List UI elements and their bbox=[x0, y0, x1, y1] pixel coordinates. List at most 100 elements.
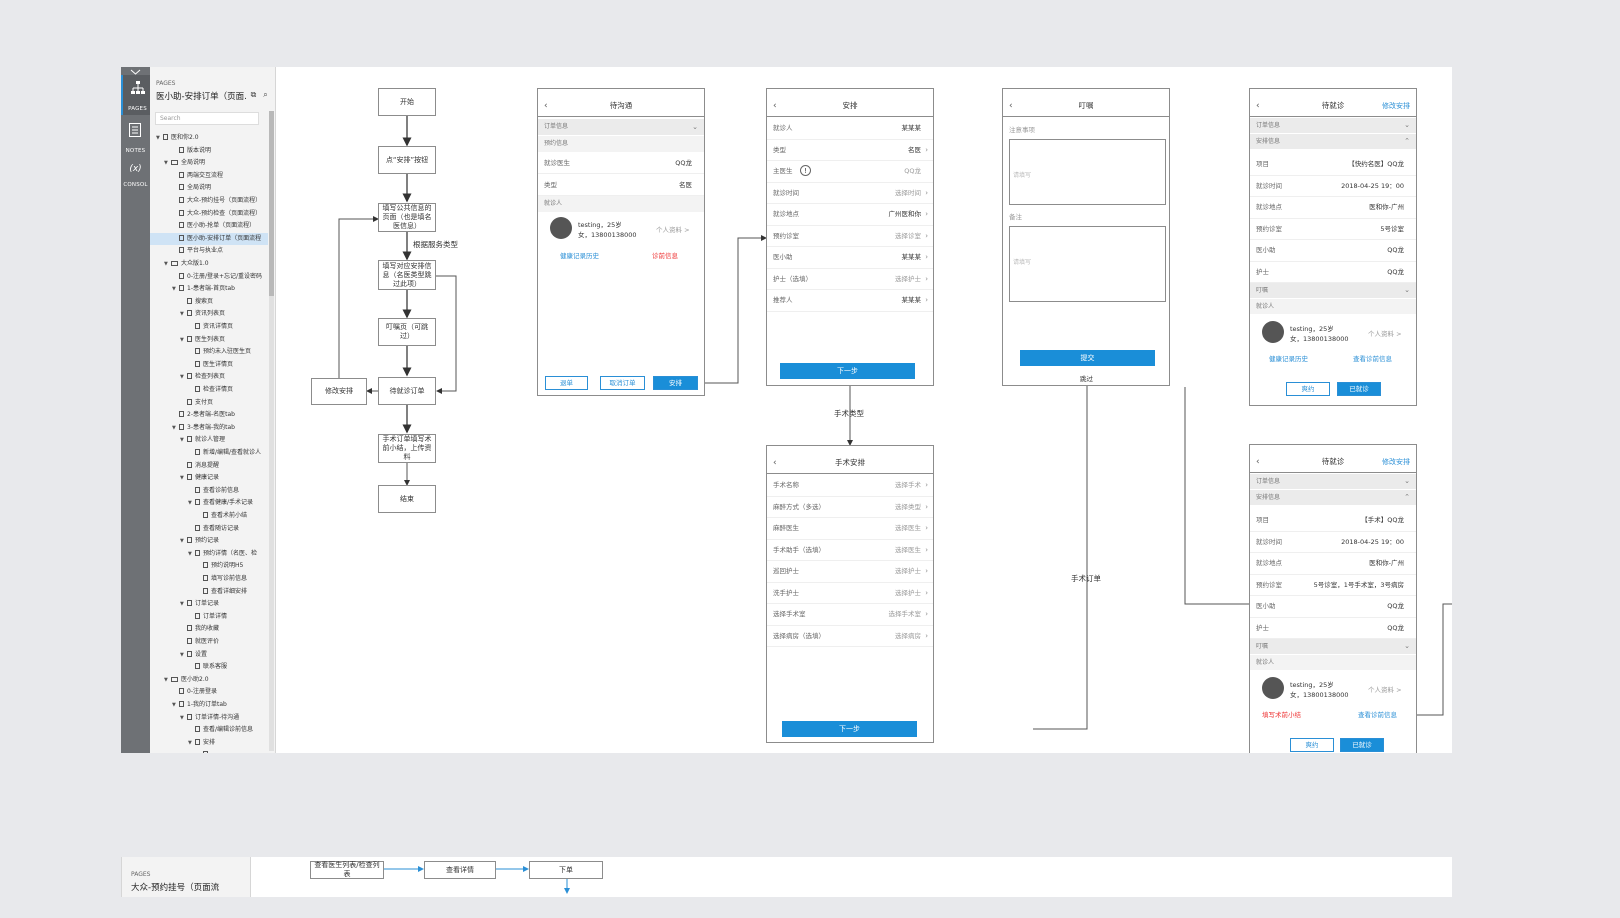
tree-item[interactable]: ... bbox=[150, 749, 268, 753]
visited-button[interactable]: 已就诊 bbox=[1340, 738, 1384, 752]
tree-item[interactable]: 联系客服 bbox=[150, 661, 268, 673]
tree-item[interactable]: 查看详细安排 bbox=[150, 586, 268, 598]
form-row[interactable]: 就诊时间选择时间› bbox=[767, 183, 933, 204]
back-icon[interactable]: ‹ bbox=[1256, 101, 1260, 111]
tree-item[interactable]: ▼订单记录 bbox=[150, 598, 268, 610]
tree-item[interactable]: 版本说明 bbox=[150, 145, 268, 157]
tree-item[interactable]: ▼医和你2.0 bbox=[150, 132, 268, 144]
expand-arrow-icon[interactable]: ▼ bbox=[172, 424, 176, 431]
form-row[interactable]: 护士（选填）选择护士› bbox=[767, 269, 933, 290]
tree-item[interactable]: ▼1-我的订单tab bbox=[150, 699, 268, 711]
fill-summary-link[interactable]: 填写术前小结 bbox=[1262, 711, 1301, 719]
expand-arrow-icon[interactable]: ▼ bbox=[188, 550, 192, 557]
tab-pages[interactable]: PAGES bbox=[121, 75, 150, 115]
tree-item[interactable]: ▼订单详情-待沟通 bbox=[150, 712, 268, 724]
tree-item[interactable]: ▼医小助2.0 bbox=[150, 674, 268, 686]
expand-arrow-icon[interactable]: ▼ bbox=[180, 651, 184, 658]
tree-item[interactable]: 查看/编辑诊前信息 bbox=[150, 724, 268, 736]
expand-arrow-icon[interactable]: ▼ bbox=[164, 261, 168, 267]
submit-button[interactable]: 提交 bbox=[1020, 350, 1155, 366]
remark-textarea[interactable]: 请填写 bbox=[1009, 226, 1166, 302]
flow-notes-page[interactable]: 叮嘱页（可跳过） bbox=[378, 318, 436, 346]
view-pre-diagnosis-link[interactable]: 查看诊前信息 bbox=[1358, 711, 1397, 719]
tree-item[interactable]: ▼就诊人管理 bbox=[150, 434, 268, 446]
form-row[interactable]: 就诊人某某某 bbox=[767, 118, 933, 140]
form-row[interactable]: 就诊地点广州医和你› bbox=[767, 204, 933, 226]
section-order-info[interactable]: 订单信息⌄ bbox=[1250, 474, 1416, 489]
skip-link[interactable]: 跳过 bbox=[1080, 375, 1093, 383]
expand-arrow-icon[interactable]: ▼ bbox=[156, 135, 160, 141]
tree-item[interactable]: 医小助-抢单（页面流程） bbox=[150, 220, 268, 232]
section-order-info[interactable]: 订单信息⌄ bbox=[538, 119, 704, 135]
tree-item[interactable]: 搜索页 bbox=[150, 296, 268, 308]
breach-button[interactable]: 爽约 bbox=[1286, 382, 1330, 396]
profile-link[interactable]: 个人资料 > bbox=[1368, 686, 1402, 694]
tree-item[interactable]: 0-注册/登录+忘记/重设密码 bbox=[150, 271, 268, 283]
expand-arrow-icon[interactable]: ▼ bbox=[188, 500, 192, 507]
form-row[interactable]: 洗手护士选择护士› bbox=[767, 583, 933, 604]
form-row[interactable]: 手术名称选择手术› bbox=[767, 475, 933, 497]
tree-item[interactable]: 填写诊前信息 bbox=[150, 573, 268, 585]
expand-arrow-icon[interactable]: ▼ bbox=[180, 538, 184, 545]
tree-item[interactable]: ▼医生列表页 bbox=[150, 334, 268, 346]
tree-item[interactable]: 0-注册登录 bbox=[150, 686, 268, 698]
tree-item[interactable]: 查看术前小结 bbox=[150, 510, 268, 522]
surgery-next-button[interactable]: 下一步 bbox=[782, 721, 917, 737]
reject-button[interactable]: 退单 bbox=[545, 376, 588, 390]
tree-item[interactable]: 就医评价 bbox=[150, 636, 268, 648]
expand-arrow-icon[interactable]: ▼ bbox=[180, 311, 184, 318]
flow-end[interactable]: 结束 bbox=[378, 485, 436, 513]
form-row[interactable]: 推荐人某某某› bbox=[767, 290, 933, 312]
tree-item[interactable]: 平台与执业点 bbox=[150, 245, 268, 257]
form-row[interactable]: 手术助手（选填）选择医生› bbox=[767, 540, 933, 561]
tree-item[interactable]: 大众-预约检查（页面流程） bbox=[150, 208, 268, 220]
tree-item[interactable]: ▼3-患者端-我的tab bbox=[150, 422, 268, 434]
flow-place-order[interactable]: 下单 bbox=[529, 861, 603, 879]
expand-arrow-icon[interactable]: ▼ bbox=[164, 160, 168, 167]
expand-arrow-icon[interactable]: ▼ bbox=[180, 714, 184, 721]
flow-fill-public[interactable]: 填写公共信息的页面（也是填名医信息） bbox=[378, 203, 436, 232]
tab-console[interactable]: (x) CONSOL bbox=[121, 159, 150, 199]
flow-view-detail[interactable]: 查看详情 bbox=[424, 861, 496, 879]
arrange-button[interactable]: 安排 bbox=[653, 376, 698, 390]
form-row[interactable]: 选择手术室选择手术室› bbox=[767, 604, 933, 626]
tree-item[interactable]: ▼资讯列表页 bbox=[150, 308, 268, 320]
expand-arrow-icon[interactable]: ▼ bbox=[180, 374, 184, 381]
pages-search-input[interactable]: Search bbox=[155, 112, 259, 125]
pre-diagnosis-link[interactable]: 诊前信息 bbox=[652, 252, 678, 260]
flow-surgery[interactable]: 手术订单填写术前小结，上传资料 bbox=[378, 434, 436, 463]
tree-item[interactable]: ▼全局说明 bbox=[150, 157, 268, 169]
flow-pending[interactable]: 待就诊订单 bbox=[378, 377, 436, 405]
section-notes[interactable]: 叮嘱⌄ bbox=[1250, 283, 1416, 298]
form-row[interactable]: 选择病房（选填）选择病房› bbox=[767, 626, 933, 647]
collapse-chevron-icon[interactable] bbox=[125, 69, 146, 75]
expand-arrow-icon[interactable]: ▼ bbox=[172, 702, 176, 708]
flow-modify[interactable]: 修改安排 bbox=[311, 378, 367, 405]
tree-item[interactable]: 查看诊前信息 bbox=[150, 485, 268, 497]
flow-start[interactable]: 开始 bbox=[378, 88, 436, 116]
visited-button[interactable]: 已就诊 bbox=[1337, 382, 1381, 396]
tree-item[interactable]: 大众-预约挂号（页面流程） bbox=[150, 195, 268, 207]
tree-item[interactable]: ▼检查列表页 bbox=[150, 371, 268, 383]
section-notes[interactable]: 叮嘱⌄ bbox=[1250, 639, 1416, 654]
tree-item[interactable]: ▼预约记录 bbox=[150, 535, 268, 547]
tree-item[interactable]: ▼设置 bbox=[150, 649, 268, 661]
tree-item[interactable]: 医生详情页 bbox=[150, 359, 268, 371]
tree-item[interactable]: 两端交互流程 bbox=[150, 170, 268, 182]
tree-item[interactable]: ▼大众版1.0 bbox=[150, 258, 268, 270]
expand-arrow-icon[interactable]: ▼ bbox=[180, 437, 184, 444]
expand-arrow-icon[interactable]: ▼ bbox=[164, 676, 168, 683]
edit-arrangement-link[interactable]: 修改安排 bbox=[1382, 458, 1410, 466]
flow-click-arrange[interactable]: 点“安排”按钮 bbox=[378, 146, 436, 174]
cancel-order-button[interactable]: 取消订单 bbox=[600, 376, 645, 390]
health-history-link[interactable]: 健康记录历史 bbox=[560, 252, 599, 260]
back-icon[interactable]: ‹ bbox=[773, 101, 777, 111]
tree-item[interactable]: 医小助-安排订单（页面流程 bbox=[150, 232, 268, 245]
expand-arrow-icon[interactable]: ▼ bbox=[180, 601, 184, 608]
form-row[interactable]: 类型名医› bbox=[767, 140, 933, 161]
section-arrange-info[interactable]: 安排信息⌃ bbox=[1250, 134, 1416, 149]
breach-button[interactable]: 爽约 bbox=[1290, 738, 1334, 752]
tree-item[interactable]: 查看随访记录 bbox=[150, 523, 268, 535]
profile-link[interactable]: 个人资料 > bbox=[1368, 330, 1402, 338]
